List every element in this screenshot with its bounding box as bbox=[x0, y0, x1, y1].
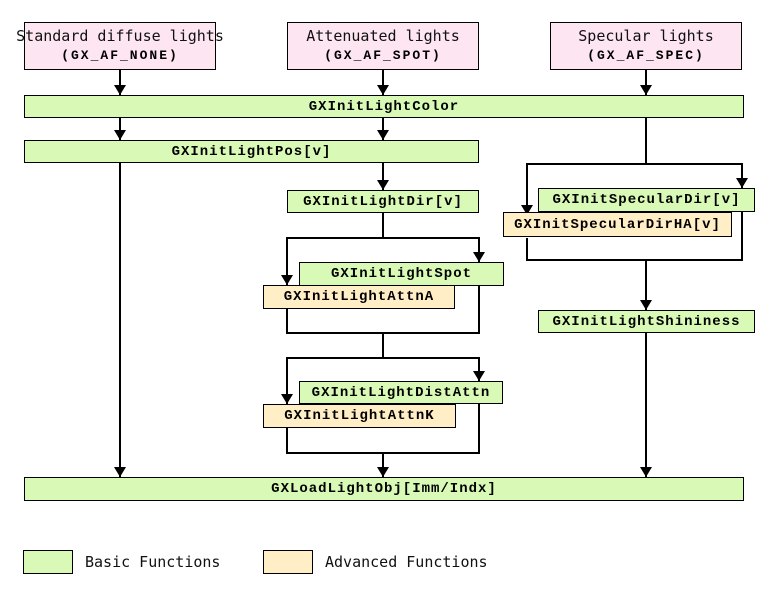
node-attenuated-lights: Attenuated lights (GX_AF_SPOT) bbox=[287, 22, 479, 70]
arrowhead-down-icon bbox=[521, 205, 533, 215]
node-gx-init-specular-dir: GXInitSpecularDir[v] bbox=[538, 188, 755, 212]
light-type-code: (GX_AF_SPEC) bbox=[587, 48, 705, 63]
function-label: GXInitSpecularDir[v] bbox=[552, 192, 741, 208]
arrowhead-down-icon bbox=[281, 394, 293, 404]
legend-basic-label: Basic Functions bbox=[85, 553, 221, 571]
node-gx-init-light-dir: GXInitLightDir[v] bbox=[287, 190, 479, 213]
flow-line bbox=[286, 237, 288, 285]
node-gx-init-light-spot: GXInitLightSpot bbox=[299, 262, 504, 286]
function-label: GXLoadLightObj[Imm/Indx] bbox=[271, 481, 497, 497]
flow-line bbox=[286, 428, 288, 453]
arrowhead-down-icon bbox=[736, 178, 748, 188]
light-type-name: Attenuated lights bbox=[306, 27, 460, 45]
arrowhead-down-icon bbox=[640, 300, 652, 310]
flow-line bbox=[382, 332, 384, 358]
node-gx-load-light-obj: GXLoadLightObj[Imm/Indx] bbox=[24, 477, 744, 501]
flow-line bbox=[526, 163, 528, 215]
arrowhead-down-icon bbox=[473, 252, 485, 262]
flow-line bbox=[119, 163, 121, 478]
node-standard-diffuse-lights: Standard diffuse lights (GX_AF_NONE) bbox=[16, 22, 224, 70]
arrowhead-down-icon bbox=[377, 467, 389, 477]
flow-line bbox=[645, 259, 647, 310]
node-specular-lights: Specular lights (GX_AF_SPEC) bbox=[550, 22, 742, 70]
flow-line bbox=[645, 118, 647, 164]
flow-line bbox=[526, 259, 743, 261]
flow-line bbox=[286, 357, 288, 404]
function-label: GXInitLightSpot bbox=[330, 266, 473, 282]
flow-line bbox=[478, 357, 480, 381]
flow-line bbox=[645, 70, 647, 95]
function-label: GXInitLightPos[v] bbox=[171, 143, 332, 160]
flow-line bbox=[478, 404, 480, 453]
arrowhead-down-icon bbox=[281, 275, 293, 285]
light-type-code: (GX_AF_SPOT) bbox=[324, 48, 442, 63]
flow-line bbox=[741, 163, 743, 189]
light-type-name: Standard diffuse lights bbox=[16, 27, 224, 45]
flow-line bbox=[478, 286, 480, 333]
function-label: GXInitSpecularDirHA[v] bbox=[514, 216, 721, 233]
flow-line bbox=[526, 163, 743, 165]
flow-line bbox=[382, 213, 384, 238]
function-label: GXInitLightShininess bbox=[552, 313, 741, 330]
flow-line bbox=[286, 308, 288, 333]
arrowhead-down-icon bbox=[640, 85, 652, 95]
flow-line bbox=[286, 237, 480, 239]
function-label: GXInitLightAttnK bbox=[284, 408, 435, 424]
arrowhead-down-icon bbox=[377, 130, 389, 140]
arrowhead-down-icon bbox=[640, 467, 652, 477]
arrowhead-down-icon bbox=[473, 371, 485, 381]
node-gx-init-light-shininess: GXInitLightShininess bbox=[538, 310, 755, 333]
flow-line bbox=[119, 118, 121, 140]
light-type-name: Specular lights bbox=[578, 27, 714, 45]
node-gx-init-light-dist-attn: GXInitLightDistAttn bbox=[299, 381, 503, 404]
flow-line bbox=[382, 452, 384, 477]
function-label: GXInitLightColor bbox=[308, 98, 460, 115]
node-gx-init-light-color: GXInitLightColor bbox=[24, 95, 744, 118]
light-type-code: (GX_AF_NONE) bbox=[61, 48, 179, 63]
flow-line bbox=[526, 238, 528, 260]
function-label: GXInitLightAttnA bbox=[283, 289, 435, 305]
flow-line bbox=[382, 118, 384, 140]
function-label: GXInitLightDistAttn bbox=[311, 384, 491, 401]
arrowhead-down-icon bbox=[114, 467, 126, 477]
legend-basic-swatch bbox=[23, 550, 73, 574]
flow-line bbox=[741, 212, 743, 260]
flow-line bbox=[645, 333, 647, 477]
flow-line bbox=[286, 357, 480, 359]
node-gx-init-specular-dir-ha: GXInitSpecularDirHA[v] bbox=[503, 212, 732, 237]
flow-line bbox=[119, 70, 121, 95]
arrowhead-down-icon bbox=[114, 130, 126, 140]
legend-advanced-swatch bbox=[263, 550, 313, 574]
legend-advanced-label: Advanced Functions bbox=[325, 553, 488, 571]
node-gx-init-light-attn-k: GXInitLightAttnK bbox=[263, 404, 456, 428]
node-gx-init-light-pos: GXInitLightPos[v] bbox=[24, 140, 479, 163]
arrowhead-down-icon bbox=[377, 85, 389, 95]
arrowhead-down-icon bbox=[377, 180, 389, 190]
function-label: GXInitLightDir[v] bbox=[303, 193, 463, 210]
flow-line bbox=[478, 237, 480, 262]
node-gx-init-light-attn-a: GXInitLightAttnA bbox=[263, 285, 455, 309]
flow-line bbox=[382, 163, 384, 190]
flow-line bbox=[382, 70, 384, 95]
arrowhead-down-icon bbox=[114, 85, 126, 95]
